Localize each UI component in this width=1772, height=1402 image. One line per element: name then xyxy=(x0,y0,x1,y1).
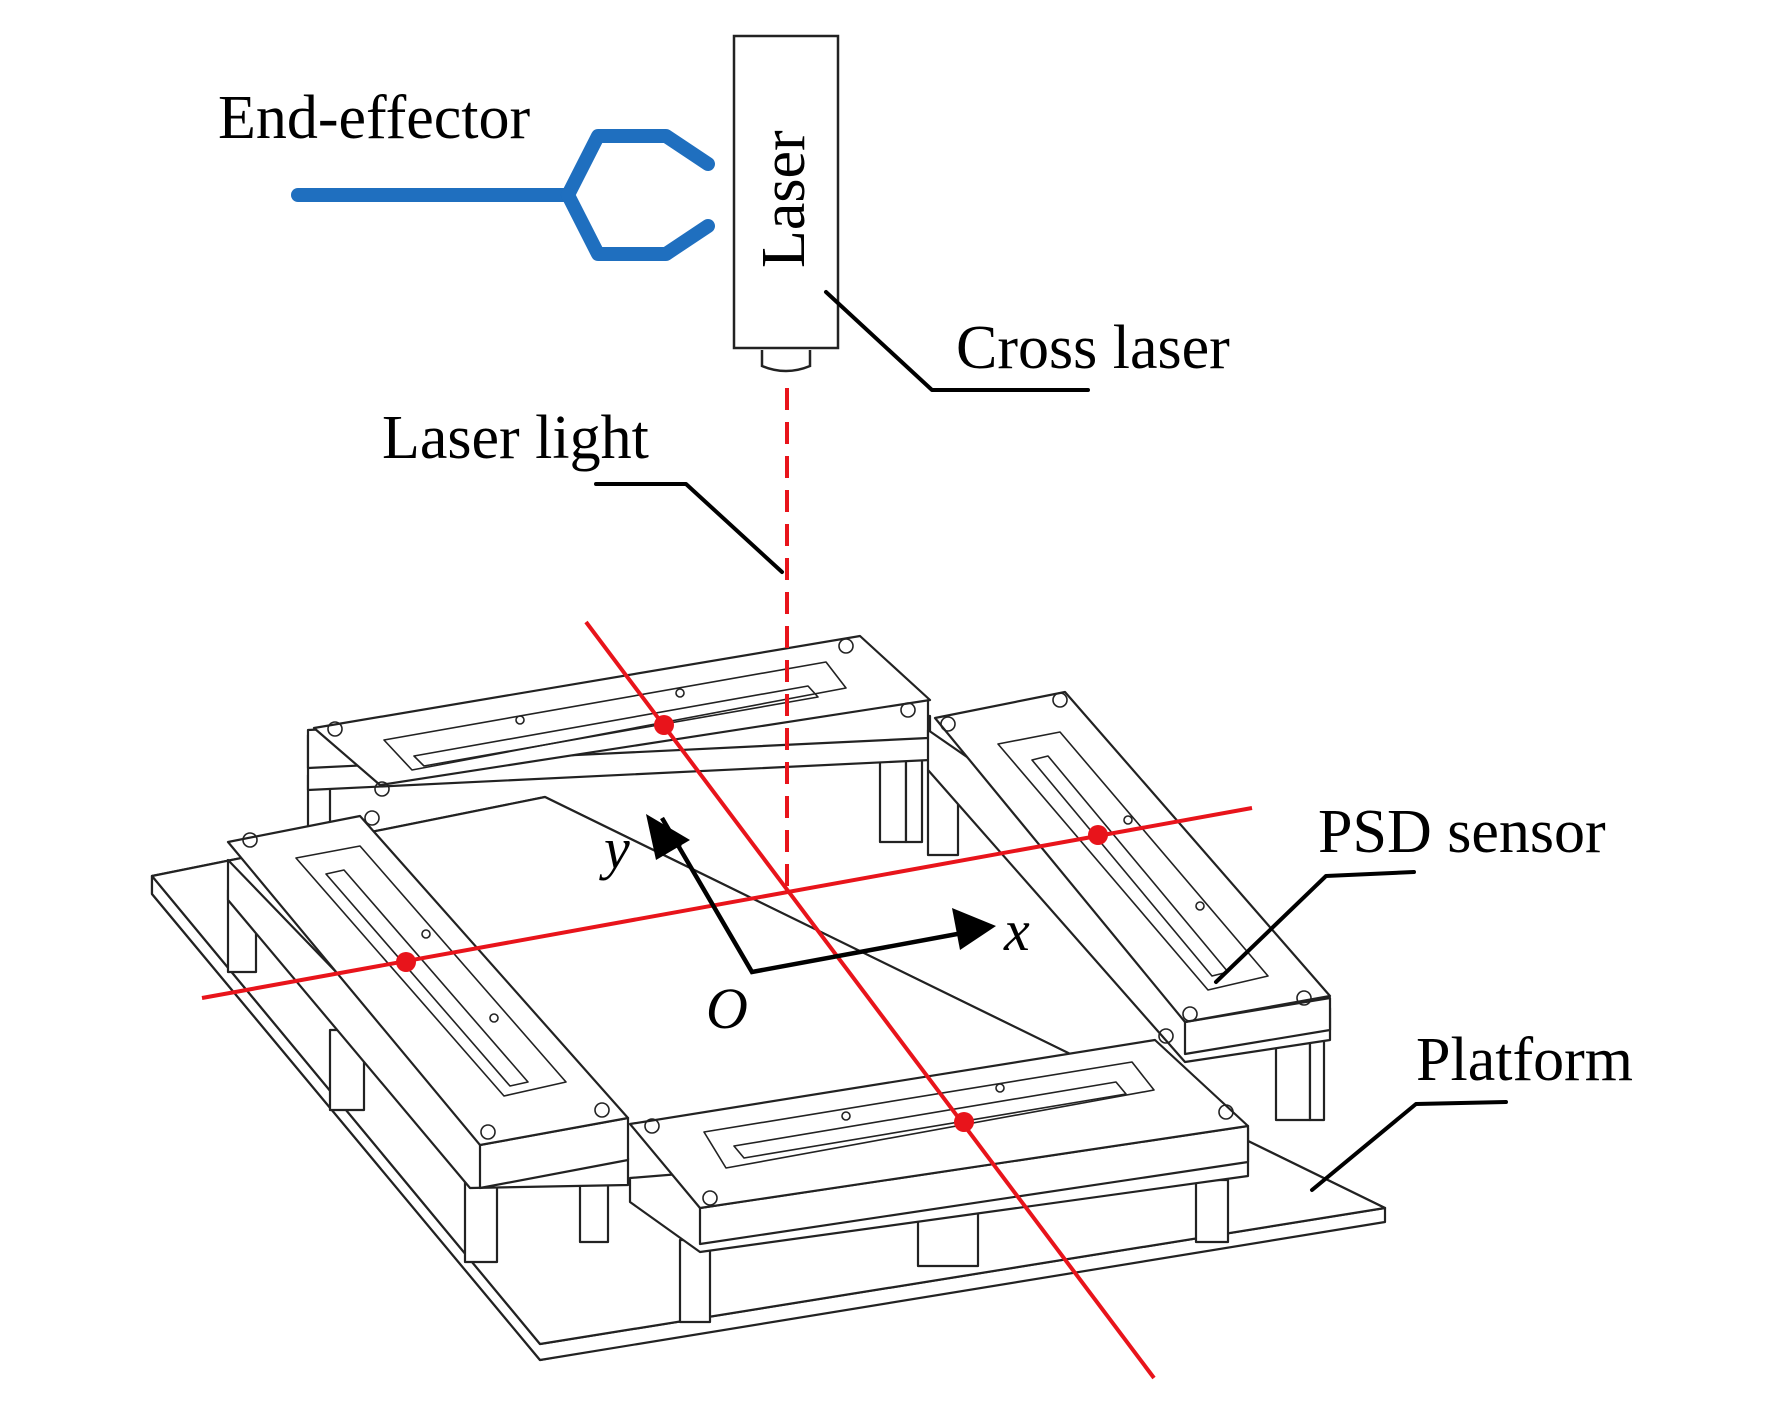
psd-top-leg xyxy=(904,758,924,844)
psd-left-screw xyxy=(489,1013,499,1023)
psd-top-leg xyxy=(878,758,908,844)
psd-sensor-label: PSD sensor xyxy=(1318,798,1606,866)
psd-right-leg xyxy=(1274,1038,1312,1122)
psd-bottom-slot xyxy=(733,1081,1127,1159)
psd-sensor-left xyxy=(226,810,630,1264)
laser-spot xyxy=(1088,825,1108,845)
axis-x-label: x xyxy=(1003,898,1030,963)
psd-right-screw xyxy=(1052,692,1068,708)
psd-right-screw xyxy=(1195,901,1205,911)
psd-right-window xyxy=(997,731,1269,991)
psd-top-face xyxy=(312,634,932,787)
psd-bottom-screw xyxy=(644,1118,660,1134)
psd-right-screw xyxy=(940,716,956,732)
laser-light-leader xyxy=(594,482,784,574)
psd-bottom-screw xyxy=(1158,1028,1174,1044)
y-axis-arrowhead-tip xyxy=(646,814,690,860)
psd-sensor-bottom xyxy=(628,1028,1250,1324)
psd-sensor-right xyxy=(926,690,1332,1122)
axis-y-label: y xyxy=(599,816,630,881)
laser-light-label: Laser light xyxy=(382,404,649,472)
psd-top-screw xyxy=(900,702,916,718)
laser-line-diagonal xyxy=(584,620,1156,1380)
psd-bottom-screw xyxy=(702,1190,718,1206)
x-axis-arrowhead xyxy=(952,908,996,950)
psd-bottom-face xyxy=(628,1038,1250,1210)
psd-right-screw xyxy=(1182,1006,1198,1022)
cross-laser-leader xyxy=(824,290,1090,392)
end-effector xyxy=(291,129,715,261)
psd-left-slot xyxy=(325,869,529,1087)
cross-laser-lines xyxy=(201,388,1253,1380)
psd-bottom-leg xyxy=(1194,1178,1230,1244)
laser-box-label: Laser xyxy=(750,130,818,268)
laser-spot xyxy=(396,952,416,972)
laser-device: Laser xyxy=(732,34,840,373)
psd-bottom-screw xyxy=(1218,1104,1234,1120)
psd-left-screw xyxy=(480,1124,496,1140)
laser-box xyxy=(732,34,840,350)
platform-leader xyxy=(1310,1100,1508,1192)
psd-top-window xyxy=(383,661,847,771)
psd-left-screw xyxy=(421,929,431,939)
psd-top-slot xyxy=(413,685,819,767)
laser-spots xyxy=(396,715,1108,1132)
laser-spot xyxy=(654,715,674,735)
psd-bottom-leg xyxy=(678,1238,712,1324)
psd-top-screw xyxy=(675,688,685,698)
psd-top-screw xyxy=(327,721,343,737)
psd-right-side xyxy=(1183,996,1332,1056)
labels: End-effector Cross laser Laser light PSD… xyxy=(218,84,1633,1094)
psd-bottom-window xyxy=(703,1061,1155,1169)
psd-sensor-leader xyxy=(1214,870,1416,984)
psd-right-leg xyxy=(1308,1038,1326,1122)
axis-lines xyxy=(660,816,969,975)
psd-left-face xyxy=(226,814,630,1147)
cross-laser-label: Cross laser xyxy=(956,314,1230,382)
psd-right-screw xyxy=(1296,990,1312,1006)
laser-line-horizontal xyxy=(201,806,1253,1000)
psd-right-screw xyxy=(1123,815,1133,825)
psd-left-window xyxy=(295,845,567,1097)
end-effector-gripper-arm-upper xyxy=(561,129,715,202)
psd-left-screw xyxy=(242,832,258,848)
psd-left-screw xyxy=(594,1102,610,1118)
end-effector-gripper-arm-lower xyxy=(561,188,715,261)
psd-bottom-screw xyxy=(841,1111,851,1121)
psd-top-screw xyxy=(838,638,854,654)
psd-top-screw xyxy=(374,781,390,797)
laser-nozzle xyxy=(760,350,812,373)
end-effector-label: End-effector xyxy=(218,84,530,152)
psd-bottom-screw xyxy=(995,1083,1005,1093)
psd-sensor-top xyxy=(306,634,932,847)
leader-lines xyxy=(594,290,1508,1192)
psd-top-screw xyxy=(515,715,525,725)
origin-label: O xyxy=(706,976,748,1041)
platform-label: Platform xyxy=(1416,1026,1633,1094)
laser-spot xyxy=(954,1112,974,1132)
coordinate-axes: y x O xyxy=(599,814,1030,1041)
psd-left-screw xyxy=(364,810,380,826)
